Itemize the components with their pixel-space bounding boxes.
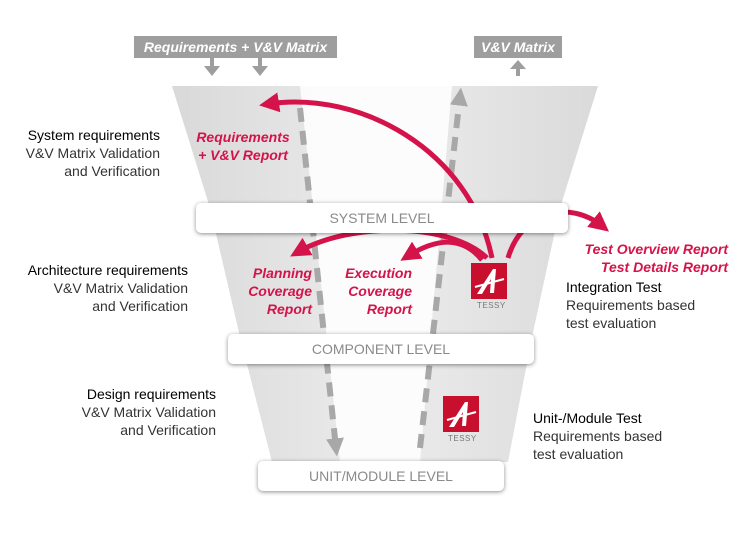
planning-line1: Planning: [252, 265, 312, 281]
planning-line3: Report: [266, 301, 312, 317]
execution-coverage-report-label: Execution Coverage Report: [336, 264, 412, 318]
test-reports-label: Test Overview Report Test Details Report: [578, 240, 728, 276]
architecture-requirements-title: Architecture requirements: [27, 262, 188, 278]
architecture-requirements-line1: V&V Matrix Validation: [53, 280, 188, 296]
planning-coverage-report-label: Planning Coverage Report: [236, 264, 312, 318]
test-details-report: Test Details Report: [600, 259, 728, 275]
execution-line2: Coverage: [348, 283, 412, 299]
system-requirements-title: System requirements: [27, 127, 160, 143]
system-requirements-text: System requirements V&V Matrix Validatio…: [0, 126, 160, 180]
integration-test-line2: test evaluation: [566, 315, 657, 331]
unit-module-level-bar: UNIT/MODULE LEVEL: [258, 461, 504, 491]
funnel-channel: [300, 86, 452, 462]
tessy-logo-icon-2: [443, 396, 479, 432]
architecture-requirements-text: Architecture requirements V&V Matrix Val…: [0, 261, 188, 315]
unit-module-test-line2: test evaluation: [533, 446, 624, 462]
execution-line3: Report: [366, 301, 412, 317]
tessy-logo-icon: [471, 263, 507, 299]
design-requirements-title: Design requirements: [86, 386, 216, 402]
design-requirements-text: Design requirements V&V Matrix Validatio…: [36, 385, 216, 439]
test-overview-report: Test Overview Report: [584, 241, 728, 257]
design-requirements-line1: V&V Matrix Validation: [81, 404, 216, 420]
requirements-vv-matrix-tag: Requirements + V&V Matrix: [134, 36, 337, 58]
unit-module-test-line1: Requirements based: [533, 428, 663, 444]
unit-module-test-text: Unit-/Module Test Requirements based tes…: [533, 409, 713, 463]
design-requirements-line2: and Verification: [120, 422, 216, 438]
tessy-logo-text: TESSY: [477, 301, 506, 310]
dashed-down-arrow: [297, 107, 344, 457]
system-requirements-line1: V&V Matrix Validation: [25, 145, 160, 161]
unit-module-test-title: Unit-/Module Test: [533, 410, 642, 426]
system-level-bar: SYSTEM LEVEL: [196, 203, 568, 233]
execution-line1: Execution: [345, 265, 412, 281]
down-arrows: [204, 58, 268, 76]
vv-report-line2: + V&V Report: [198, 147, 288, 163]
vv-report-line1: Requirements: [196, 129, 290, 145]
system-requirements-line2: and Verification: [64, 163, 160, 179]
requirements-vv-report-label: Requirements + V&V Report: [188, 128, 298, 164]
planning-line2: Coverage: [248, 283, 312, 299]
up-arrow: [510, 60, 526, 76]
arrow-to-execution-report: [400, 239, 484, 262]
component-level-bar: COMPONENT LEVEL: [228, 334, 534, 364]
integration-test-title: Integration Test: [566, 279, 662, 295]
integration-test-line1: Requirements based: [566, 297, 696, 313]
tessy-logo-text-2: TESSY: [448, 434, 477, 443]
dashed-up-arrow: [417, 87, 468, 449]
architecture-requirements-line2: and Verification: [92, 298, 188, 314]
integration-test-text: Integration Test Requirements based test…: [566, 278, 726, 332]
vv-matrix-tag: V&V Matrix: [474, 36, 562, 58]
